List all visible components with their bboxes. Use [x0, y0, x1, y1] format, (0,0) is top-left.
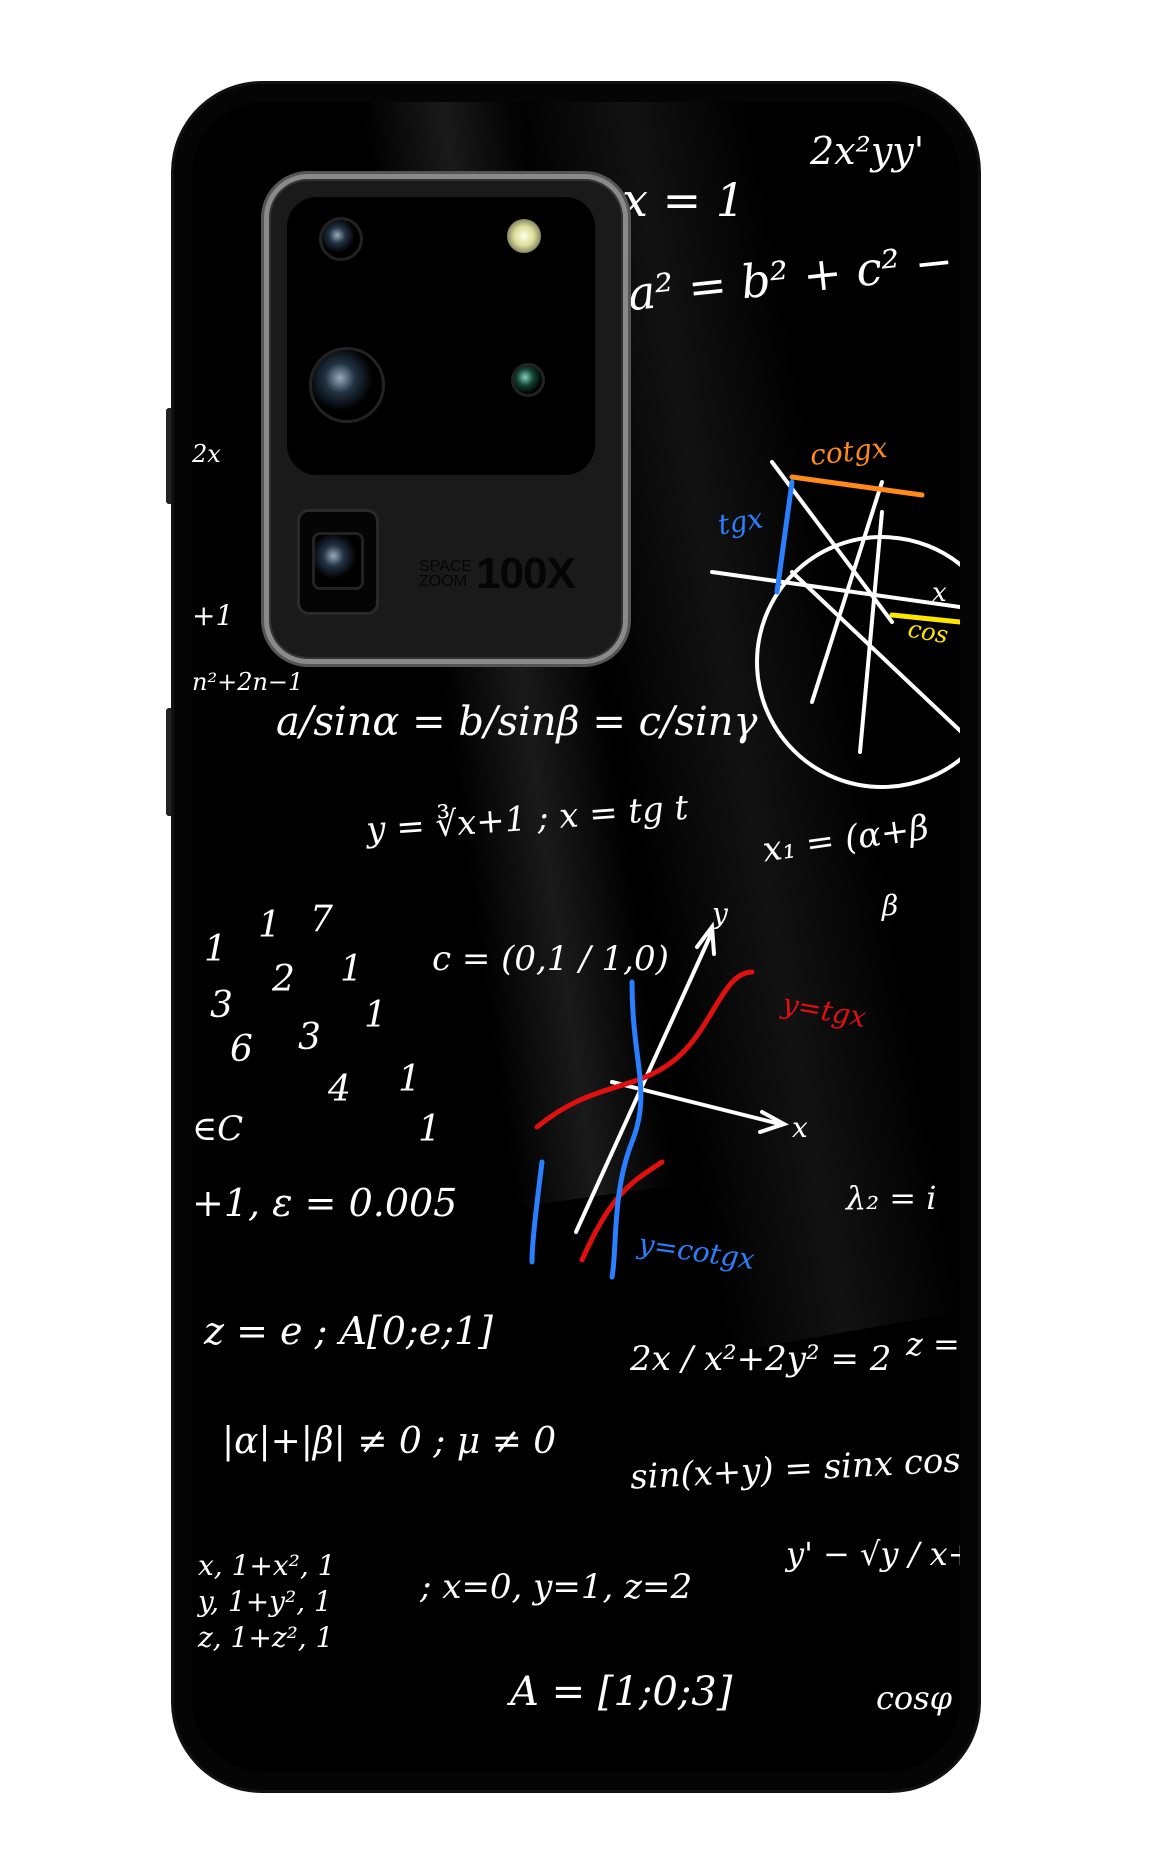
flash-icon: [507, 219, 541, 253]
equation: |α|+|β| ≠ 0 ; μ ≠ 0: [222, 1421, 557, 1462]
cos-segment: [889, 612, 960, 625]
tg-curve-2: [579, 1159, 665, 1263]
x-arrow: [758, 1110, 789, 1134]
number: 1: [204, 929, 227, 970]
equation: +1, ε = 0.005: [192, 1181, 458, 1225]
circle-line: [710, 570, 960, 609]
equation: z =: [906, 1325, 960, 1363]
equation: A = [1;0;3]: [510, 1669, 733, 1715]
y-axis-label: y: [712, 897, 728, 930]
tg-curve: [534, 969, 755, 1130]
number: 1: [364, 995, 387, 1036]
equation: 2x²yy': [810, 129, 925, 173]
equation: λ₂ = i: [846, 1179, 937, 1217]
brand-100x: 100X: [476, 549, 576, 598]
phone-case: x = 1 2x²yy' a² = b² + c² − 2 n²+2n−1 2x…: [174, 84, 978, 1790]
matrix-row: x, 1+x², 1: [198, 1549, 336, 1582]
equation: 2x: [192, 440, 221, 468]
cotg-circle-label: cotgx: [808, 431, 889, 472]
tg-segment: [774, 479, 795, 595]
number: 3: [210, 985, 233, 1026]
number: 7: [310, 899, 333, 940]
chalk-drawings: [529, 460, 960, 1280]
cos-circle-label: cos: [905, 614, 951, 650]
equation: +1: [192, 599, 234, 632]
number: 1: [418, 1109, 441, 1150]
equation: ; x=0, y=1, z=2: [420, 1567, 693, 1607]
tg-circle-label: tgx: [715, 501, 766, 542]
equation: n²+2n−1: [192, 668, 304, 696]
number: 4: [328, 1069, 351, 1110]
cotg-curve-2: [529, 1159, 545, 1265]
camera-lens: [319, 217, 363, 261]
matrix-row: z, 1+z², 1: [198, 1621, 334, 1654]
equation: ∈C: [192, 1109, 244, 1149]
number: 3: [298, 1017, 321, 1058]
equation: y' − √y / x+2 =: [786, 1535, 960, 1573]
equation: c = (0,1 / 1,0): [432, 939, 669, 979]
circle-line: [858, 510, 884, 754]
matrix-row: y, 1+y², 1: [198, 1585, 332, 1618]
x-axis-label: x: [792, 1111, 808, 1144]
side-button-lower: [166, 708, 176, 816]
equation: x = 1: [622, 173, 745, 227]
number: 6: [230, 1029, 253, 1070]
x-circle-label: x: [932, 578, 947, 608]
equation: z = e ; A[0;e;1]: [204, 1309, 494, 1353]
brand-space: SPACE: [419, 558, 473, 575]
circle-line: [810, 480, 884, 704]
graph-y-axis: [574, 930, 714, 1234]
equation: a/sinα = b/sinβ = c/sinγ: [276, 699, 758, 745]
sensor: [511, 363, 545, 397]
number: 1: [340, 949, 363, 990]
equation: cosφ: [876, 1679, 953, 1717]
camera-lens: [309, 347, 385, 423]
cotg-curve: [609, 979, 644, 1280]
unit-circle: [755, 535, 960, 789]
side-button-upper: [166, 408, 176, 504]
periscope-lens: [297, 509, 379, 615]
number: 1: [258, 905, 281, 946]
cotg-segment: [789, 474, 925, 498]
case-back: x = 1 2x²yy' a² = b² + c² − 2 n²+2n−1 2x…: [192, 102, 960, 1772]
circle-line: [790, 570, 960, 734]
number: 2: [272, 959, 295, 1000]
brand-zoom: ZOOM: [419, 573, 467, 590]
number: 1: [398, 1059, 421, 1100]
periscope-glass: [312, 532, 364, 590]
equation: 2x / x²+2y² = 2: [630, 1339, 892, 1379]
equation: β: [882, 889, 899, 922]
camera-lens-area: [287, 197, 595, 475]
y-arrow: [695, 921, 716, 956]
